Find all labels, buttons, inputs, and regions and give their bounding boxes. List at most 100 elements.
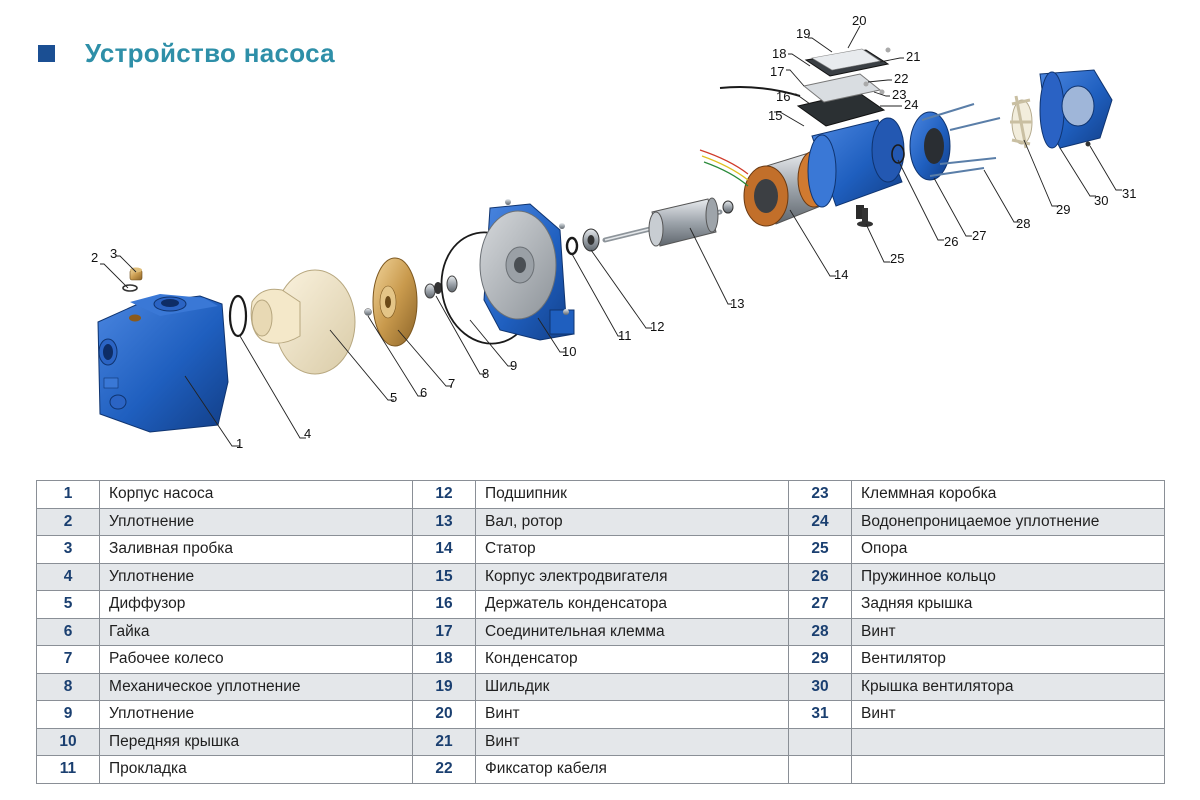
part-number: 25 — [788, 535, 852, 564]
part-name: Механическое уплотнение — [99, 672, 413, 701]
part-number: 9 — [36, 700, 100, 729]
table-row: 4 Уплотнение 15 Корпус электродвигателя … — [36, 562, 1165, 591]
part-name: Прокладка — [99, 755, 413, 784]
part-name: Клеммная коробка — [851, 480, 1165, 509]
callout-19: 19 — [796, 26, 810, 41]
part-name: Конденсатор — [475, 645, 789, 674]
callout-10: 10 — [562, 344, 576, 359]
part-name: Вентилятор — [851, 645, 1165, 674]
table-row: 2 Уплотнение 13 Вал, ротор 24 Водонепрон… — [36, 507, 1165, 536]
parts-table: 1 Корпус насоса 12 Подшипник 23 Клеммная… — [36, 480, 1165, 784]
part-name: Корпус насоса — [99, 480, 413, 509]
table-row: 6 Гайка 17 Соединительная клемма 28 Винт — [36, 617, 1165, 646]
callout-9: 9 — [510, 358, 517, 373]
fill-plug-part — [122, 267, 143, 292]
part-name: Заливная пробка — [99, 535, 413, 564]
part-number: 21 — [412, 727, 476, 756]
empty-cell — [788, 727, 852, 756]
part-number: 20 — [412, 700, 476, 729]
part-number: 6 — [36, 617, 100, 646]
part-name: Уплотнение — [99, 562, 413, 591]
part-name: Держатель конденсатора — [475, 590, 789, 619]
part-number: 13 — [412, 507, 476, 536]
callout-24: 24 — [904, 97, 918, 112]
part-name: Рабочее колесо — [99, 645, 413, 674]
empty-cell — [788, 755, 852, 784]
callout-3: 3 — [110, 246, 117, 261]
support-foot-part — [857, 208, 873, 227]
callout-22: 22 — [894, 71, 908, 86]
part-number: 24 — [788, 507, 852, 536]
part-number: 31 — [788, 700, 852, 729]
part-name: Уплотнение — [99, 700, 413, 729]
callout-4: 4 — [304, 426, 311, 441]
part-number: 22 — [412, 755, 476, 784]
part-number: 29 — [788, 645, 852, 674]
screws-part — [921, 103, 1001, 177]
bearing-part — [582, 228, 600, 252]
table-row: 10 Передняя крышка 21 Винт — [36, 727, 1165, 756]
part-name: Пружинное кольцо — [851, 562, 1165, 591]
callout-5: 5 — [390, 390, 397, 405]
callout-16: 16 — [776, 89, 790, 104]
part-number: 1 — [36, 480, 100, 509]
part-name: Корпус электродвигателя — [475, 562, 789, 591]
part-number: 27 — [788, 590, 852, 619]
callout-23: 23 — [892, 87, 906, 102]
mechanical-seal-part — [424, 275, 458, 299]
part-name: Фиксатор кабеля — [475, 755, 789, 784]
callout-8: 8 — [482, 366, 489, 381]
callout-13: 13 — [730, 296, 744, 311]
callout-28: 28 — [1016, 216, 1030, 231]
terminal-box-part — [719, 47, 891, 127]
callout-6: 6 — [420, 385, 427, 400]
callout-12: 12 — [650, 319, 664, 334]
part-name: Вал, ротор — [475, 507, 789, 536]
fan-part — [1010, 95, 1033, 149]
callout-30: 30 — [1094, 193, 1108, 208]
part-number: 15 — [412, 562, 476, 591]
callout-7: 7 — [448, 376, 455, 391]
part-name: Подшипник — [475, 480, 789, 509]
callout-labels: 1 2 3 4 5 6 7 8 9 10 11 12 13 14 15 16 1… — [91, 13, 1136, 451]
part-number: 3 — [36, 535, 100, 564]
part-name: Гайка — [99, 617, 413, 646]
callout-1: 1 — [236, 436, 243, 451]
motor-housing-part — [807, 117, 905, 219]
table-row: 11 Прокладка 22 Фиксатор кабеля — [36, 755, 1165, 784]
part-name: Опора — [851, 535, 1165, 564]
front-cover-part — [479, 199, 575, 341]
part-number: 18 — [412, 645, 476, 674]
part-name: Диффузор — [99, 590, 413, 619]
callout-2: 2 — [91, 250, 98, 265]
callout-15: 15 — [768, 108, 782, 123]
pump-body-part — [97, 294, 229, 433]
callout-25: 25 — [890, 251, 904, 266]
callout-18: 18 — [772, 46, 786, 61]
part-name: Винт — [851, 700, 1165, 729]
part-name: Шильдик — [475, 672, 789, 701]
part-name: Соединительная клемма — [475, 617, 789, 646]
table-row: 9 Уплотнение 20 Винт 31 Винт — [36, 700, 1165, 729]
callout-26: 26 — [944, 234, 958, 249]
empty-cell — [851, 727, 1165, 756]
leader-lines — [100, 25, 1122, 447]
part-number: 10 — [36, 727, 100, 756]
part-number: 17 — [412, 617, 476, 646]
o-ring-part — [228, 294, 248, 338]
part-number: 2 — [36, 507, 100, 536]
part-name: Уплотнение — [99, 507, 413, 536]
callout-11: 11 — [618, 328, 632, 343]
page-title: Устройство насоса — [85, 38, 335, 68]
callout-21: 21 — [906, 49, 920, 64]
part-name: Винт — [475, 727, 789, 756]
part-number: 23 — [788, 480, 852, 509]
callout-17: 17 — [770, 64, 784, 79]
table-row: 5 Диффузор 16 Держатель конденсатора 27 … — [36, 590, 1165, 619]
part-name: Задняя крышка — [851, 590, 1165, 619]
title-square-icon — [38, 45, 55, 62]
callout-20: 20 — [852, 13, 866, 28]
part-name: Винт — [475, 700, 789, 729]
part-name: Статор — [475, 535, 789, 564]
table-row: 1 Корпус насоса 12 Подшипник 23 Клеммная… — [36, 480, 1165, 509]
